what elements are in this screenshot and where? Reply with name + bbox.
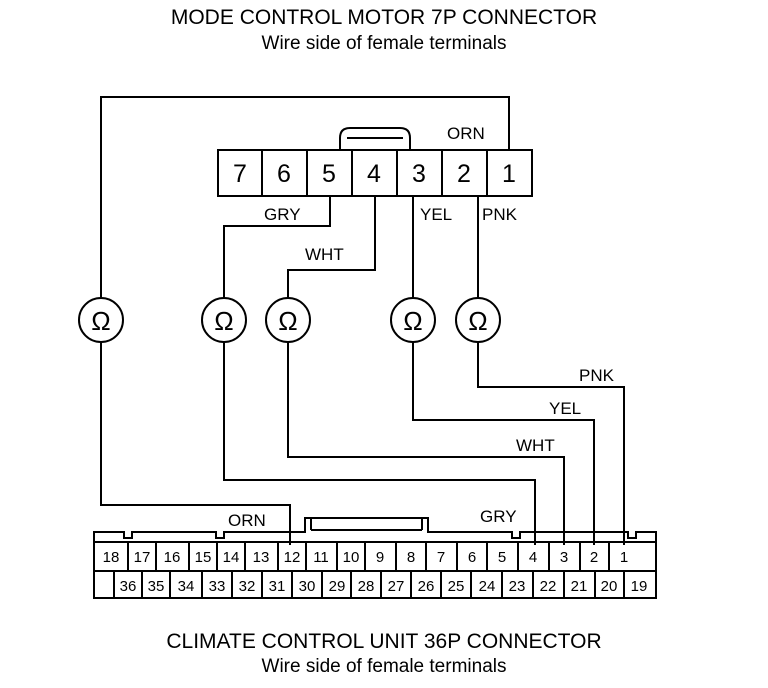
wire-label-orn-top: ORN — [447, 124, 485, 143]
wire-orn-top — [100, 96, 510, 298]
pin36-label: 12 — [284, 549, 301, 566]
ohm-symbol-wht: Ω — [278, 306, 297, 336]
ohm-symbol-orn: Ω — [91, 306, 110, 336]
bottom-connector-title: CLIMATE CONTROL UNIT 36P CONNECTOR — [166, 630, 602, 653]
pin36-label: 8 — [407, 549, 415, 566]
pin36-label: 33 — [209, 578, 226, 595]
pin7-label: 4 — [367, 160, 381, 188]
pin36-label: 31 — [269, 578, 286, 595]
wire-label-wht-top: WHT — [305, 245, 344, 264]
wire-yel-bottom — [412, 342, 595, 545]
connector-7p-latch — [339, 127, 411, 150]
pin36-label: 13 — [253, 549, 270, 566]
wire-gry-bottom — [223, 342, 536, 545]
wire-orn-bottom — [100, 342, 291, 545]
pin36-label: 11 — [313, 549, 329, 566]
ohmmeter-yel — [390, 297, 436, 343]
wire-gry-top — [223, 196, 331, 298]
pin7-label: 5 — [322, 160, 336, 188]
wire-label-yel-bottom: YEL — [549, 399, 581, 418]
pin36-label: 22 — [540, 578, 557, 595]
pin7-label: 2 — [457, 160, 471, 188]
pin36-label: 27 — [388, 578, 405, 595]
pin36-label: 25 — [448, 578, 465, 595]
pin36-label: 35 — [148, 578, 165, 595]
pin36-label: 2 — [590, 549, 598, 566]
wire-label-pnk-top: PNK — [482, 205, 518, 224]
connector-36p-rows — [94, 541, 655, 572]
top-connector-subtitle: Wire side of female terminals — [261, 33, 507, 54]
pin36-label: 5 — [498, 549, 506, 566]
pin36-label: 16 — [164, 549, 181, 566]
pin36-label: 18 — [103, 549, 120, 566]
pin36-label: 28 — [358, 578, 375, 595]
wire-label-gry-bottom: GRY — [480, 507, 517, 526]
bottom-connector-subtitle: Wire side of female terminals — [261, 656, 507, 677]
connector-7p-dividers — [217, 150, 488, 196]
pin7-label: 1 — [502, 160, 516, 188]
pin7-label: 3 — [412, 160, 426, 188]
wire-wht-top — [287, 196, 376, 298]
pin36-label: 7 — [437, 549, 445, 566]
pin36-label: 19 — [631, 578, 648, 595]
ohm-symbol-yel: Ω — [403, 306, 422, 336]
pin36-label: 30 — [299, 578, 316, 595]
pin36-label: 14 — [223, 549, 240, 566]
wire-label-gry-top: GRY — [264, 205, 301, 224]
pin36-label: 26 — [418, 578, 435, 595]
ohm-symbol-pnk: Ω — [468, 306, 487, 336]
pin36-label: 6 — [468, 549, 476, 566]
connector-36p-latch — [310, 518, 423, 531]
connector-36p-row2-dividers — [113, 571, 625, 598]
top-connector-title: MODE CONTROL MOTOR 7P CONNECTOR — [170, 6, 598, 29]
wire-label-yel-top: YEL — [420, 205, 452, 224]
ohmmeter-orn — [78, 297, 124, 343]
pin36-label: 4 — [529, 549, 537, 566]
wire-label-orn-bottom: ORN — [228, 511, 266, 530]
ohmmeter-pnk — [455, 297, 501, 343]
pin36-label: 9 — [376, 549, 384, 566]
pin36-label: 24 — [479, 578, 496, 595]
pin7-label: 7 — [233, 160, 247, 188]
pin36-label: 29 — [329, 578, 346, 595]
wire-pnk-bottom — [477, 342, 625, 545]
pin36-label: 34 — [178, 578, 195, 595]
connector-36p-body — [93, 517, 657, 599]
pin36-label: 23 — [509, 578, 526, 595]
pin36-label: 20 — [601, 578, 618, 595]
pin36-label: 3 — [560, 549, 568, 566]
pin36-label: 1 — [620, 549, 628, 566]
ohmmeter-gry — [201, 297, 247, 343]
pin36-label: 17 — [134, 549, 151, 566]
pin36-label: 21 — [571, 578, 588, 595]
ohmmeter-wht — [265, 297, 311, 343]
wire-label-wht-bottom: WHT — [516, 436, 555, 455]
pin36-label: 36 — [120, 578, 137, 595]
pin36-label: 10 — [343, 549, 360, 566]
wire-wht-bottom — [287, 342, 565, 545]
pin7-label: 6 — [277, 160, 291, 188]
pin36-label: 32 — [239, 578, 256, 595]
ohm-symbol-gry: Ω — [214, 306, 233, 336]
pin36-label: 15 — [195, 549, 212, 566]
wire-label-pnk-bottom: PNK — [579, 366, 615, 385]
connector-36p-row1-dividers — [127, 542, 610, 571]
